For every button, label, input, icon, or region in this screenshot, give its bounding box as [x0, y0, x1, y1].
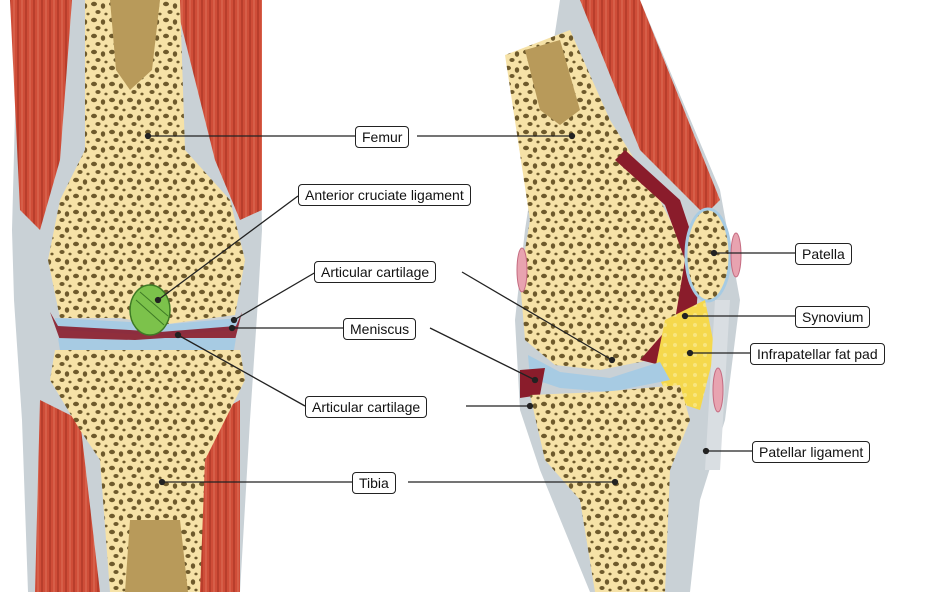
label-patella: Patella: [795, 243, 852, 265]
label-meniscus: Meniscus: [343, 318, 416, 340]
label-tibia: Tibia: [352, 472, 396, 494]
label-articular-cartilage-upper: Articular cartilage: [314, 261, 436, 283]
label-articular-cartilage-lower: Articular cartilage: [305, 396, 427, 418]
side-view-knee: [505, 0, 741, 592]
label-infrapatellar-fat-pad: Infrapatellar fat pad: [750, 343, 885, 365]
front-view-knee: [10, 0, 262, 592]
front-acl: [130, 285, 170, 335]
label-femur: Femur: [355, 126, 409, 148]
front-tibia-marrow: [125, 520, 188, 592]
label-synovium: Synovium: [795, 306, 870, 328]
side-patella: [686, 209, 730, 301]
label-patellar-ligament: Patellar ligament: [752, 441, 870, 463]
label-anterior-cruciate-ligament: Anterior cruciate ligament: [298, 184, 471, 206]
